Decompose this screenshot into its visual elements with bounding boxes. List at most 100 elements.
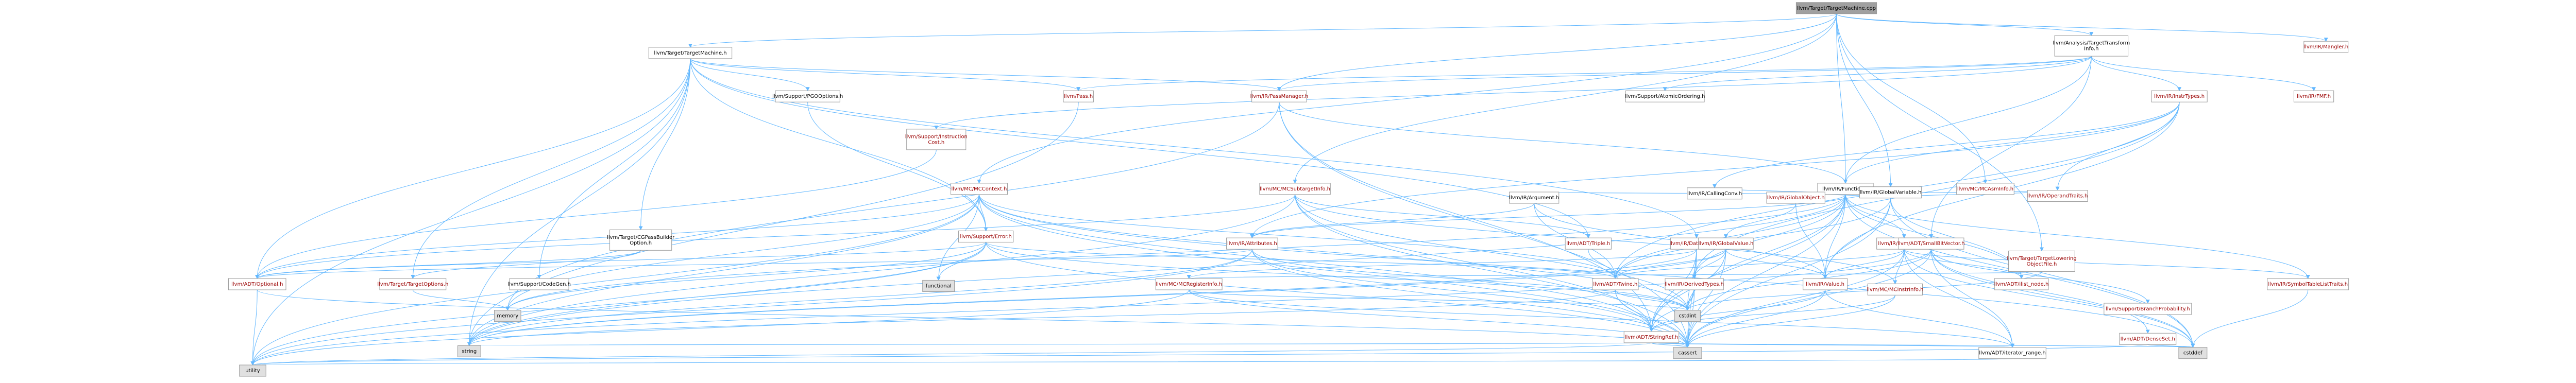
node-mcinstrinfo-h[interactable]: llvm/MC/MCInstrInfo.h: [1867, 283, 1923, 295]
node-box: [1898, 237, 1964, 250]
edge-root-to-passmgr_h: [1277, 13, 1837, 92]
node-label: llvm/IR/Attributes.h: [1227, 241, 1277, 247]
node-box: [1994, 278, 2049, 290]
node-supporterror-h[interactable]: llvm/Support/Error.h: [958, 230, 1014, 242]
node-box: [2267, 278, 2349, 290]
node-targetoptions-h[interactable]: llvm/Target/TargetOptions.h: [377, 278, 448, 290]
node-globalvalue-h[interactable]: llvm/IR/GlobalValue.h: [1698, 237, 1754, 250]
node-label: llvm/IR/Mangler.h: [2303, 44, 2348, 50]
node-mangler-h[interactable]: llvm/IR/Mangler.h: [2303, 41, 2348, 53]
edge-mccontext_h-to-stringref_h: [978, 194, 1654, 332]
edge-tm_h-to-supporterror_h: [690, 58, 988, 232]
node-mcsubtarget-h[interactable]: llvm/MC/MCSubtargetInfo.h: [1259, 183, 1331, 195]
node-mcasminfo-h[interactable]: llvm/MC/MCAsmInfo.h: [1956, 183, 2014, 195]
node-passmgr-h[interactable]: llvm/IR/PassManager.h: [1250, 90, 1308, 102]
node-instrtypes-h[interactable]: llvm/IR/InstrTypes.h: [2151, 90, 2208, 102]
node-label: llvm/MC/MCSubtargetInfo.h: [1260, 186, 1330, 192]
node-label: llvm/Analysis/TargetTransform: [2053, 41, 2130, 46]
node-root[interactable]: llvm/Target/TargetMachine.cpp: [1795, 2, 1877, 14]
edge-basicblock_h-to-symtablelisttraits_h: [1904, 249, 2310, 279]
node-branchprob-h[interactable]: llvm/Support/BranchProbability.h: [2104, 303, 2192, 315]
edge-stringref_h-to-string: [469, 341, 1652, 346]
node-attributes-h[interactable]: llvm/IR/Attributes.h: [1226, 237, 1278, 250]
node-twine-h[interactable]: llvm/ADT/Twine.h: [1592, 278, 1639, 290]
node-triple-h[interactable]: llvm/ADT/Triple.h: [1565, 237, 1612, 250]
node-label: llvm/Target/TargetOptions.h: [377, 282, 448, 287]
node-box: [1509, 192, 1560, 204]
node-box: [1565, 237, 1612, 250]
edge-iterrange_h-to-utility: [252, 358, 2013, 365]
node-box: [906, 129, 967, 150]
edge-supporterror_h-to-utility: [250, 242, 987, 365]
edge-function_h-to-cstdint: [1685, 194, 1846, 311]
edge-root-to-function_h: [1836, 13, 1848, 184]
node-label: llvm/MC/MCAsmInfo.h: [1957, 186, 2013, 192]
edge-instrcost_h-to-optional_h: [255, 149, 937, 279]
edge-cgpassbuilder_h-to-targetoptions_h: [411, 250, 641, 279]
node-symtablelisttraits-h[interactable]: llvm/IR/SymbolTableListTraits.h: [2267, 278, 2349, 290]
node-box: [1766, 192, 1825, 204]
edge-basicblock_h-to-cstddef: [1904, 249, 2195, 348]
edge-tm_h-to-string: [467, 58, 691, 346]
edge-pass_h-to-string: [467, 102, 1079, 346]
edge-supporterror_h-to-cstdint: [986, 242, 1690, 311]
edge-mcregisterinfo_h-to-cassert: [1189, 289, 1690, 348]
node-label: llvm/MC/MCContext.h: [952, 186, 1007, 192]
node-utility: utility: [239, 364, 266, 377]
edge-value_h-to-iterrange_h: [1825, 289, 2015, 348]
node-value-h[interactable]: llvm/IR/Value.h: [1803, 278, 1848, 290]
node-globalobject-h[interactable]: llvm/IR/GlobalObject.h: [1766, 192, 1825, 204]
edge-root-to-mcasminfo_h: [1836, 13, 1988, 184]
node-box: [1226, 237, 1278, 250]
edge-mccontext_h-to-utility: [250, 194, 979, 365]
edge-mcregisterinfo_h-to-cstdint: [1189, 289, 1690, 311]
node-label: functional: [926, 283, 952, 289]
node-fmf-h[interactable]: llvm/IR/FMF.h: [2293, 90, 2334, 102]
node-box: [1665, 278, 1724, 290]
node-mcregisterinfo-h[interactable]: llvm/MC/MCRegisterInfo.h: [1155, 278, 1223, 290]
edge-smallbitvector_h-to-iterrange_h: [1930, 249, 2015, 348]
node-densese-h[interactable]: llvm/ADT/DenseSet.h: [2119, 333, 2177, 345]
edge-tm_h-to-triple_h: [690, 58, 1590, 239]
node-pass-h[interactable]: llvm/Pass.h: [1063, 90, 1094, 102]
node-cstdint: cstdint: [1674, 310, 1701, 322]
node-label: llvm/IR/OperandTraits.h: [2027, 194, 2088, 199]
edge-ata_h-to-instrtypes_h: [2091, 56, 2182, 92]
node-label: llvm/ADT/Optional.h: [231, 282, 283, 287]
edge-smallbitvector_h-to-cstddef: [1930, 249, 2195, 348]
node-label: utility: [245, 368, 260, 374]
node-box: [1592, 278, 1639, 290]
node-box: [239, 364, 266, 377]
edge-attributes_h-to-stringref_h: [1251, 249, 1654, 332]
node-optional-h[interactable]: llvm/ADT/Optional.h: [228, 278, 286, 290]
node-smallbitvector-h[interactable]: llvm/ADT/SmallBitVector.h: [1897, 237, 1965, 250]
edge-datalayout_h-to-mcregisterinfo_h: [1187, 249, 1697, 279]
edge-root-to-mcsubtarget_h: [1293, 13, 1837, 184]
node-atomicord-h: llvm/Support/AtomicOrdering.h: [1625, 90, 1705, 102]
edge-function_h-to-derivedtypes_h: [1692, 194, 1846, 279]
node-box: [1259, 183, 1331, 195]
node-derivedtypes-h[interactable]: llvm/IR/DerivedTypes.h: [1665, 278, 1724, 290]
edge-mccontext_h-to-cassert: [978, 194, 1690, 348]
node-box: [1867, 283, 1923, 295]
edge-root-to-tlof_h: [1836, 13, 2044, 252]
edge-root-to-mangler_h: [1836, 13, 2328, 42]
edge-optional_h-to-cassert: [257, 289, 1690, 348]
edge-function_h-to-symtablelisttraits_h: [1845, 194, 2310, 279]
node-label: llvm/IR/GlobalObject.h: [1767, 195, 1825, 201]
node-ilistnode-h[interactable]: llvm/ADT/ilist_node.h: [1994, 278, 2049, 290]
node-stringref-h[interactable]: llvm/ADT/StringRef.h: [1623, 331, 1680, 343]
node-box: [922, 280, 955, 292]
edge-passmgr_h-to-memory: [505, 102, 1280, 311]
node-label: llvm/IR/DataLayout.h: [1669, 241, 1723, 247]
node-mccontext-h[interactable]: llvm/MC/MCContext.h: [951, 183, 1008, 195]
node-label: llvm/MC/MCRegisterInfo.h: [1156, 282, 1222, 287]
edge-basicblock_h-to-cassert: [1685, 249, 1905, 348]
node-label: Info.h: [2084, 46, 2098, 52]
edge-root-to-tm_h: [688, 13, 1837, 48]
node-operandtraits-h[interactable]: llvm/IR/OperandTraits.h: [2027, 190, 2088, 202]
